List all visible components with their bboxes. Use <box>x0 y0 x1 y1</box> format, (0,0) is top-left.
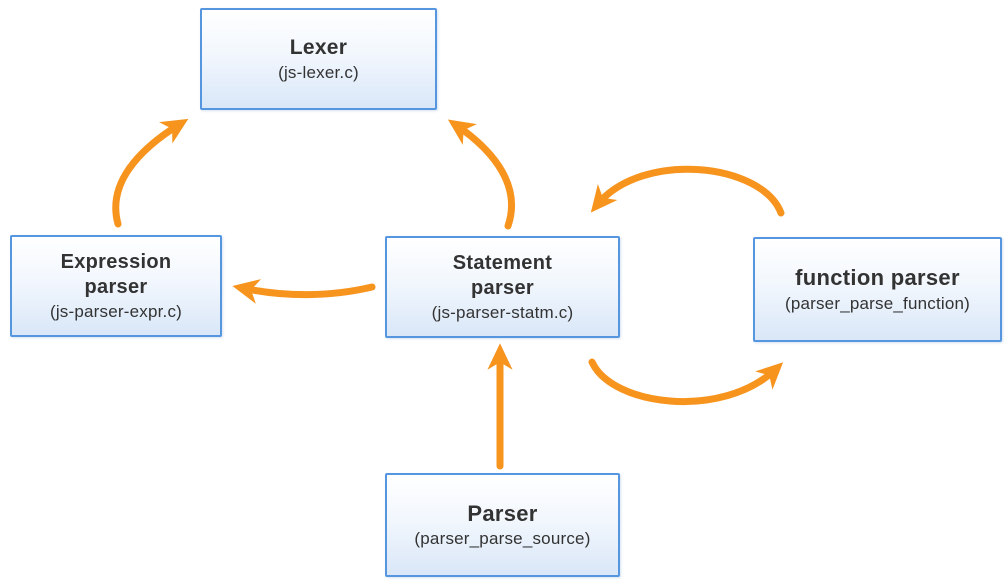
node-subtitle: (js-parser-statm.c) <box>431 302 574 322</box>
node-function-parser: function parser (parser_parse_function) <box>753 237 1002 342</box>
node-subtitle: (js-parser-expr.c) <box>49 301 183 321</box>
edge-function-parser-to-statement-parser <box>590 165 785 217</box>
edge-expression-parser-to-lexer <box>112 118 189 228</box>
node-subtitle: (parser_parse_function) <box>784 293 971 313</box>
node-expression-parser: Expression parser (js-parser-expr.c) <box>10 235 222 337</box>
node-statement-parser: Statement parser (js-parser-statm.c) <box>385 236 620 338</box>
edge-statement-parser-to-lexer <box>447 119 516 230</box>
node-subtitle: (js-lexer.c) <box>278 63 359 83</box>
node-title: function parser <box>795 265 960 291</box>
node-title: Statement parser <box>452 252 553 299</box>
node-lexer: Lexer (js-lexer.c) <box>200 8 437 110</box>
node-parser: Parser (parser_parse_source) <box>385 473 620 577</box>
edge-statement-parser-to-function-parser <box>588 358 784 406</box>
node-title: Parser <box>467 500 538 526</box>
node-title: Lexer <box>289 35 348 59</box>
node-subtitle: (parser_parse_source) <box>414 529 591 549</box>
edge-statement-parser-to-expression-parser <box>232 279 376 304</box>
node-title: Expression parser <box>60 251 172 298</box>
